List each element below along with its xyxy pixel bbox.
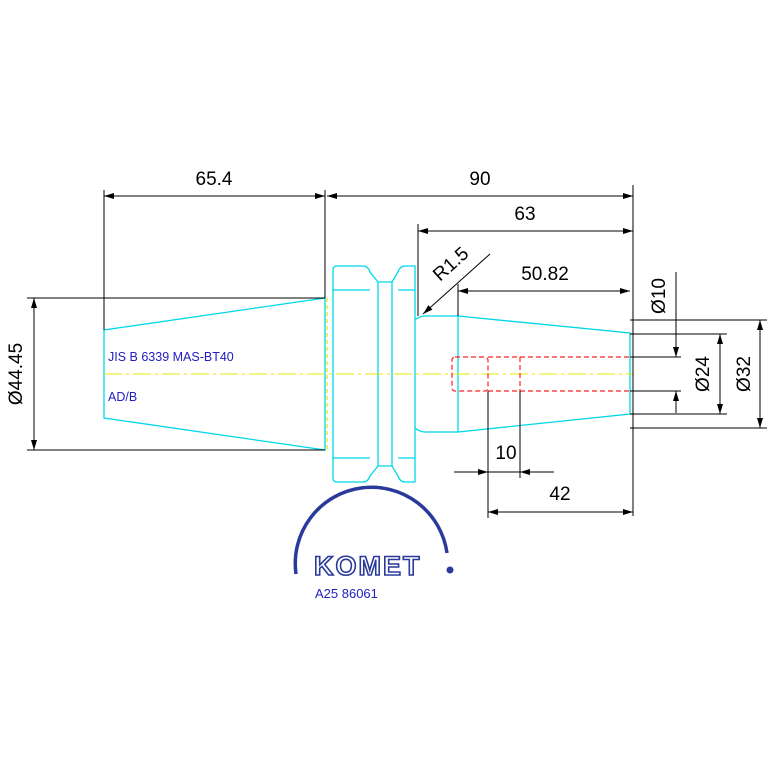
logo-arc-icon [293, 485, 449, 575]
standard-note: JIS B 6339 MAS-BT40 [108, 350, 234, 364]
dim-shank-dia-32: Ø32 [734, 356, 755, 392]
komet-logo: KOMET [293, 485, 454, 582]
flange-outline [332, 265, 416, 483]
dimensions [27, 185, 767, 518]
form-note: AD/B [108, 390, 137, 404]
dim-hole-length: 42 [549, 484, 570, 505]
hidden-counterbore [451, 356, 489, 392]
dim-radius: R1.5 [429, 243, 473, 285]
logo-brand: KOMET [314, 551, 422, 581]
logo-dot-icon [446, 566, 454, 574]
hidden-bore [451, 356, 630, 392]
dim-taper-dia: Ø44.45 [6, 343, 27, 405]
dim-total-length: 90 [469, 169, 490, 190]
part-number: A25 86061 [315, 586, 378, 601]
dim-bore-dia-24: Ø24 [693, 356, 714, 392]
dim-bore-length: 50.82 [521, 264, 569, 285]
dim-hole-depth: 10 [495, 443, 516, 464]
dim-taper-length: 65.4 [196, 169, 233, 190]
neck-outline [414, 315, 458, 433]
radius-leader [422, 253, 491, 315]
dim-flange-to-end: 63 [514, 204, 535, 225]
dim-bore-dia-10: Ø10 [649, 278, 670, 314]
